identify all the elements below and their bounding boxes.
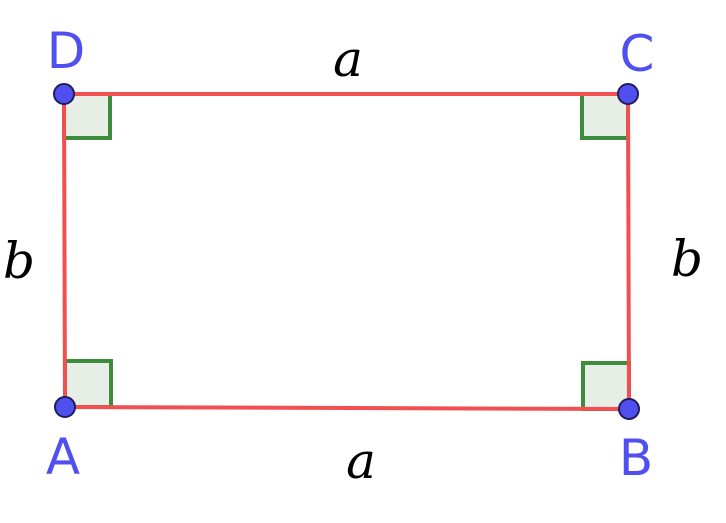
vertex-point-a [54, 396, 76, 418]
side-label-left: b [3, 232, 35, 290]
vertex-point-d [53, 83, 75, 105]
vertex-point-b [618, 398, 640, 420]
edge-ad [62, 92, 67, 409]
edge-cb [626, 92, 631, 411]
vertex-label-c: C [620, 25, 655, 83]
side-label-right: b [671, 230, 703, 288]
vertex-point-c [617, 83, 639, 105]
side-label-top: a [333, 30, 363, 88]
vertex-label-a: A [46, 428, 80, 486]
vertex-label-b: B [619, 429, 653, 487]
side-label-bottom: a [346, 432, 376, 490]
edge-ba [63, 405, 631, 411]
vertex-label-d: D [47, 22, 86, 80]
